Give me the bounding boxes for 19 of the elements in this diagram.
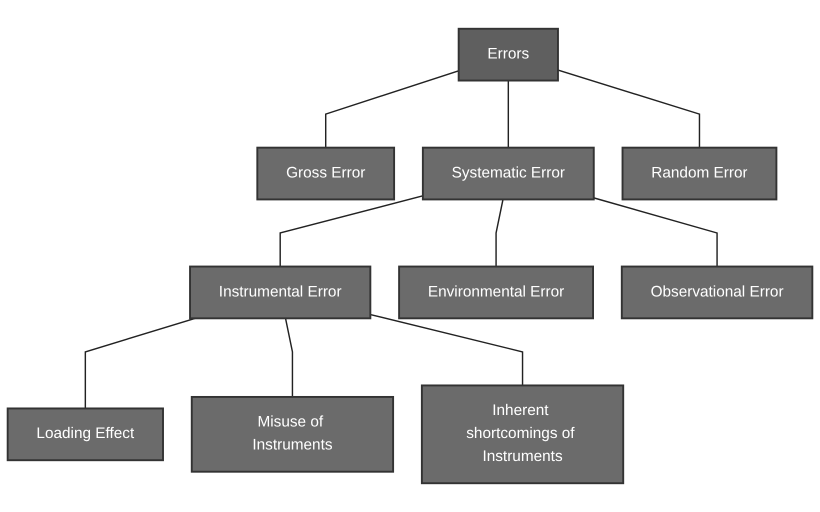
connector: [370, 314, 524, 386]
node-box: Environmental Error: [398, 266, 594, 320]
connector: [508, 80, 510, 148]
connector: [495, 199, 504, 267]
node-box: Instrumental Error: [189, 266, 372, 320]
node-box: Gross Error: [256, 146, 396, 200]
node-box: Systematic Error: [422, 146, 595, 200]
connector: [279, 195, 424, 267]
node-box: Inherent shortcomings of Instruments: [420, 384, 624, 484]
connector: [284, 318, 294, 397]
node-box: Random Error: [622, 146, 778, 200]
connector: [558, 69, 700, 148]
node-box: Loading Effect: [6, 407, 164, 462]
connector: [324, 70, 459, 148]
node-box: Observational Error: [620, 266, 814, 320]
node-box: Errors: [458, 28, 559, 82]
connector: [594, 197, 718, 267]
node-box: Misuse of Instruments: [190, 396, 394, 473]
connector: [84, 318, 196, 408]
